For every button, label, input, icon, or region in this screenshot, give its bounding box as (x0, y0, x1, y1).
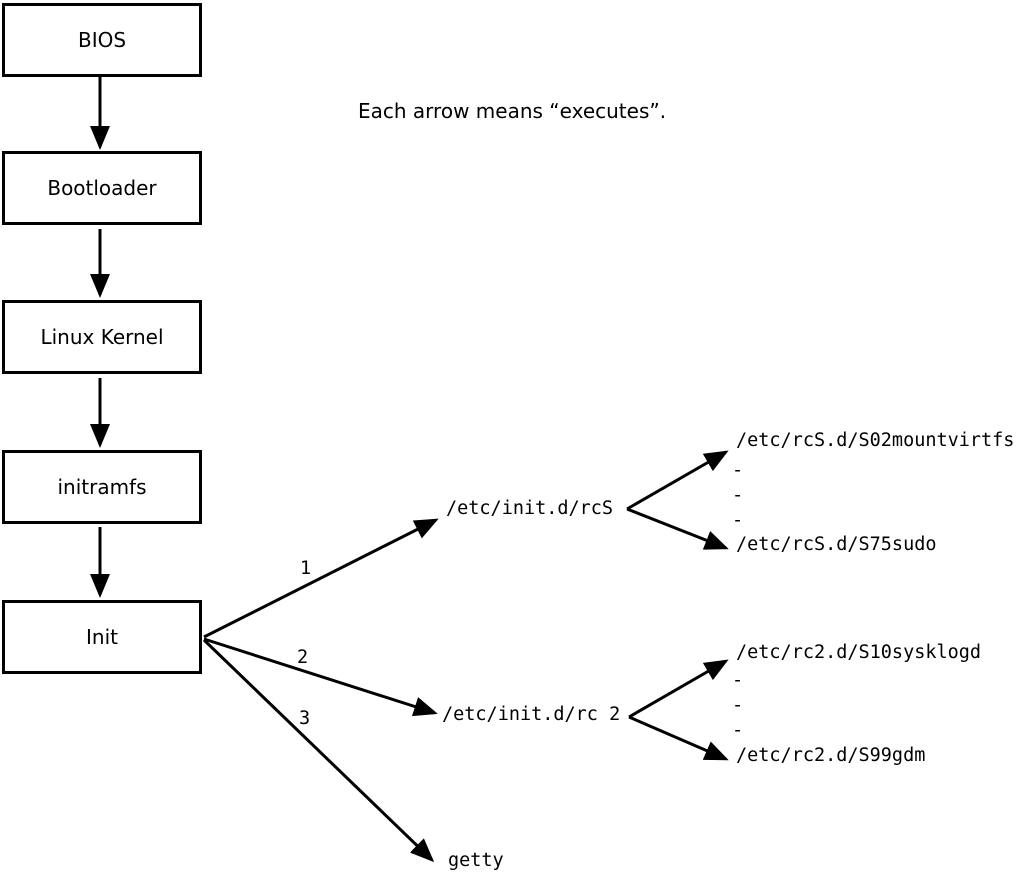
box-initramfs: initramfs (2, 450, 202, 524)
arrow-init-to-getty (202, 638, 435, 863)
box-bootloader: Bootloader (2, 151, 202, 225)
arrow-init-to-rcs (203, 518, 439, 639)
box-init: Init (2, 600, 202, 674)
box-bootloader-label: Bootloader (47, 176, 157, 200)
path-rcs: /etc/init.d/rcS (446, 498, 614, 519)
script-rcs-first: /etc/rcS.d/S02mountvirtfs (736, 430, 1015, 451)
branch-label-3: 3 (299, 708, 311, 729)
box-linux-kernel: Linux Kernel (2, 300, 202, 374)
path-getty: getty (448, 850, 504, 871)
branch-label-1: 1 (300, 558, 312, 579)
path-rc2: /etc/init.d/rc 2 (442, 704, 621, 725)
arrow-rc2-to-first-script (628, 659, 729, 719)
arrow-init-to-rc2 (203, 637, 438, 717)
box-bios: BIOS (2, 3, 202, 77)
arrow-rcs-to-last-script (626, 507, 729, 550)
box-init-label: Init (86, 625, 118, 649)
box-bios-label: BIOS (77, 28, 127, 52)
arrow-rc2-to-last-script (628, 715, 729, 761)
ellipsis-dash: - (732, 510, 744, 531)
script-rc2-first: /etc/rc2.d/S10sysklogd (736, 642, 982, 663)
script-rcs-last: /etc/rcS.d/S75sudo (736, 534, 937, 555)
box-linux-kernel-label: Linux Kernel (40, 325, 164, 349)
script-rcs-ellipsis: - - - (732, 458, 743, 533)
script-rc2-ellipsis: - - - (732, 668, 743, 743)
arrow-rcs-to-first-script (626, 450, 729, 511)
ellipsis-dash: - (732, 670, 744, 691)
ellipsis-dash: - (732, 695, 744, 716)
note-arrow-meaning: Each arrow means “executes”. (358, 99, 667, 123)
branch-label-2: 2 (297, 647, 309, 668)
script-rc2-last: /etc/rc2.d/S99gdm (736, 745, 926, 766)
ellipsis-dash: - (732, 485, 744, 506)
ellipsis-dash: - (732, 720, 744, 741)
box-initramfs-label: initramfs (57, 475, 147, 499)
ellipsis-dash: - (732, 460, 744, 481)
